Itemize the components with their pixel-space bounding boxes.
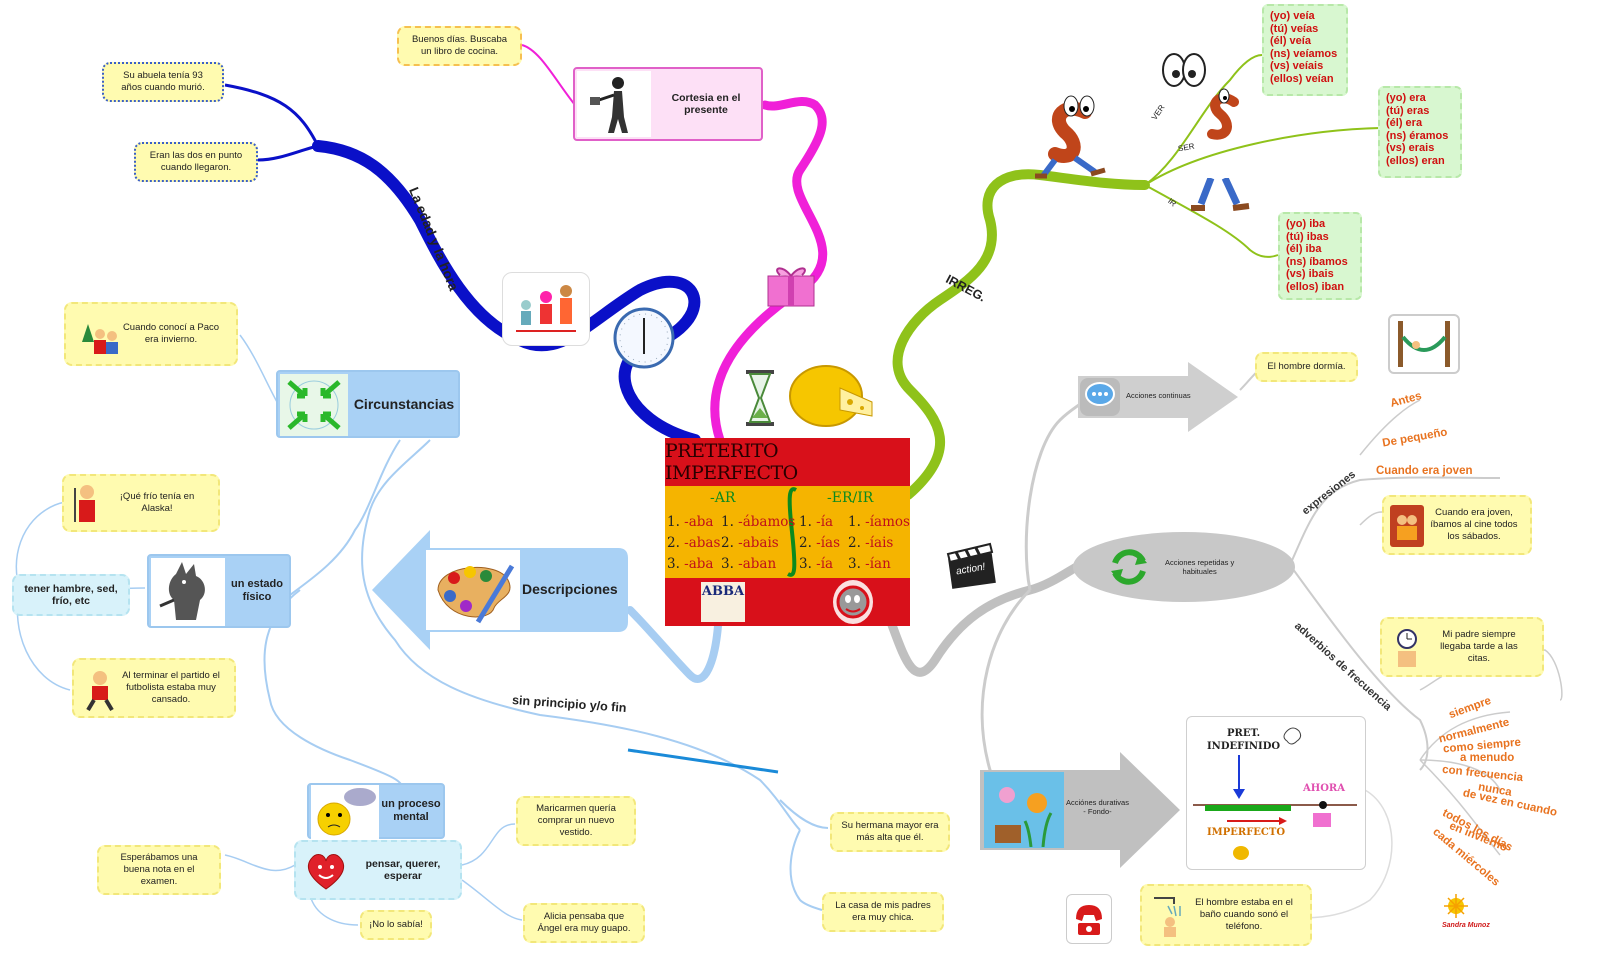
note-maricarmen[interactable]: Maricarmen quería comprar un nuevo vesti… — [516, 796, 636, 846]
note-futbolista[interactable]: Al terminar el partido el futbolista est… — [72, 658, 236, 718]
note-dos-en-punto[interactable]: Eran las dos en punto cuando llegaron. — [134, 142, 258, 182]
note-casa[interactable]: La casa de mis padres era muy chica. — [822, 892, 944, 932]
topic-cortesia[interactable]: Cortesia en el presente — [573, 67, 763, 141]
topic-circunstancias-label: Circunstancias — [353, 396, 455, 412]
ar-heading: -AR — [710, 490, 736, 506]
topic-descripciones[interactable]: Descripciones — [372, 530, 628, 650]
clapperboard-icon: action! — [946, 540, 1002, 590]
er-row-3: 3. -ía — [799, 556, 834, 572]
er-row-pl-1: 1. -íamos — [848, 514, 910, 530]
er-row-2: 2. -ías — [799, 535, 841, 551]
note-hermana[interactable]: Su hermana mayor era más alta que él. — [830, 812, 950, 852]
aquarium-icon — [984, 772, 1064, 848]
adverbio-4: a menudo — [1460, 752, 1515, 764]
branch-cortesia — [710, 96, 828, 445]
signature-logo: Sandra Munoz — [1440, 892, 1504, 932]
abba-logo-icon: ABBA — [701, 582, 745, 622]
walking-s-icon — [1025, 92, 1117, 180]
phone-icon — [1066, 894, 1112, 944]
hourglass-icon — [742, 368, 778, 428]
thinking-face-icon — [311, 785, 379, 839]
wolf-icon — [151, 558, 225, 626]
er-row-1: 1. -ía — [799, 514, 834, 530]
signature-text: Sandra Munoz — [1442, 922, 1490, 929]
note-no-sabia[interactable]: ¡No lo sabía! — [360, 910, 432, 940]
topic-pensar[interactable]: pensar, querer, esperar — [294, 840, 462, 900]
acciones-continuas-label: Acciones continuas — [1126, 391, 1191, 400]
timeline-pret-indefinido: PRET. INDEFINIDO — [1207, 728, 1281, 752]
topic-cortesia-label: Cortesia en el presente — [671, 92, 741, 116]
note-frio[interactable]: ¡Qué frío tenía en Alaska! — [62, 474, 220, 532]
winter-kids-icon — [74, 312, 120, 358]
note-bano[interactable]: El hombre estaba en el baño cuando sonó … — [1140, 884, 1312, 946]
topic-estado-fisico[interactable]: un estado físico — [147, 554, 291, 628]
ar-row-pl-3: 3. -aban — [721, 556, 777, 572]
donkey-icon — [833, 580, 873, 624]
topic-descripciones-label: Descripciones — [522, 581, 618, 597]
shower-icon — [1150, 894, 1186, 938]
hammock-icon — [1388, 314, 1460, 374]
conjugation-table: -AR -ER/IR 1. -aba 2. -abas 3. -aba 1. -… — [665, 486, 910, 578]
ar-row-pl-1: 1. -ábamos — [721, 514, 796, 530]
topic-tener-hambre[interactable]: tener hambre, sed, frío, etc — [12, 574, 130, 616]
clock-icon — [612, 306, 676, 370]
conj-ir[interactable]: (yo) iba(tú) ibas(él) iba(ns) íbamos(vs)… — [1278, 212, 1362, 300]
topic-proceso-mental[interactable]: un proceso mental — [307, 783, 445, 839]
cold-man-icon — [70, 482, 104, 526]
expresion-3: Cuando era joven — [1376, 465, 1473, 477]
late-clock-icon — [1390, 627, 1424, 669]
refresh-icon — [1107, 545, 1151, 589]
converging-arrows-icon — [280, 374, 348, 436]
branch-acciones — [887, 560, 1085, 677]
footballer-icon — [82, 668, 118, 712]
ar-row-1: 1. -aba — [667, 514, 714, 530]
topic-proceso-mental-label: un proceso mental — [381, 798, 441, 823]
branch-irreg — [892, 169, 1150, 500]
note-esperabamos[interactable]: Esperábamos una buena nota en el examen. — [97, 845, 221, 895]
family-icon — [502, 272, 590, 346]
ar-row-pl-2: 2. -abais — [721, 535, 779, 551]
cheese-icon — [788, 358, 874, 430]
integral-divider — [787, 487, 797, 577]
note-paco[interactable]: Cuando conocí a Paco era invierno. — [64, 302, 238, 366]
eyes-icon — [1160, 48, 1208, 90]
topic-estado-fisico-label: un estado físico — [231, 578, 283, 603]
timeline-ahora: AHORA — [1303, 783, 1345, 794]
timeline-diagram: PRET. INDEFINIDO AHORA IMPERFECTO — [1186, 716, 1366, 870]
ar-row-2: 2. -abas — [667, 535, 721, 551]
walking-legs-icon — [1185, 178, 1255, 214]
cinema-couple-icon — [1390, 505, 1424, 547]
heart-face-icon — [302, 848, 350, 894]
note-alicia[interactable]: Alicia pensaba que Ángel era muy guapo. — [523, 903, 645, 943]
topic-acciones-continuas[interactable]: Acciones continuas — [1078, 362, 1240, 432]
topic-acciones-repetidas[interactable]: Acciones repetidas y habituales — [1073, 532, 1295, 602]
conj-ser[interactable]: (yo) era(tú) eras(él) era(ns) éramos(vs)… — [1378, 86, 1462, 178]
conj-ver[interactable]: (yo) veía(tú) veías(él) veía(ns) veíamos… — [1262, 4, 1348, 96]
er-row-pl-2: 2. -íais — [848, 535, 894, 551]
ar-row-3: 3. -aba — [667, 556, 714, 572]
note-abuela[interactable]: Su abuela tenía 93 años cuando murió. — [102, 62, 224, 102]
paint-palette-icon — [426, 550, 520, 630]
waiter-icon — [577, 71, 651, 137]
er-ir-heading: -ER/IR — [827, 490, 874, 506]
speech-bubble-icon — [1084, 380, 1116, 412]
topic-circunstancias[interactable]: Circunstancias — [276, 370, 460, 438]
acciones-repetidas-label: Acciones repetidas y habituales — [1165, 558, 1235, 576]
note-buenos-dias[interactable]: Buenos días. Buscaba un libro de cocina. — [397, 26, 522, 66]
central-title: PRETERITO IMPERFECTO — [665, 438, 910, 486]
note-hombre-dormia[interactable]: El hombre dormía. — [1255, 352, 1358, 382]
timeline-imperfecto: IMPERFECTO — [1207, 827, 1286, 838]
branch-descripciones — [626, 606, 722, 683]
note-cine[interactable]: Cuando era joven, íbamos al cine todos l… — [1382, 495, 1532, 555]
s-character-icon — [1200, 88, 1248, 146]
gift-icon — [762, 262, 820, 308]
topic-acciones-durativas[interactable]: Acciónes durativas - Fondo- — [980, 752, 1180, 868]
central-topic[interactable]: PRETERITO IMPERFECTO -AR -ER/IR 1. -aba … — [665, 438, 910, 626]
central-footer: ABBA — [665, 578, 910, 626]
note-padre[interactable]: Mi padre siempre llegaba tarde a las cit… — [1380, 617, 1544, 677]
acciones-durativas-label: Acciónes durativas - Fondo- — [1066, 798, 1129, 816]
er-row-pl-3: 3. -ían — [848, 556, 891, 572]
